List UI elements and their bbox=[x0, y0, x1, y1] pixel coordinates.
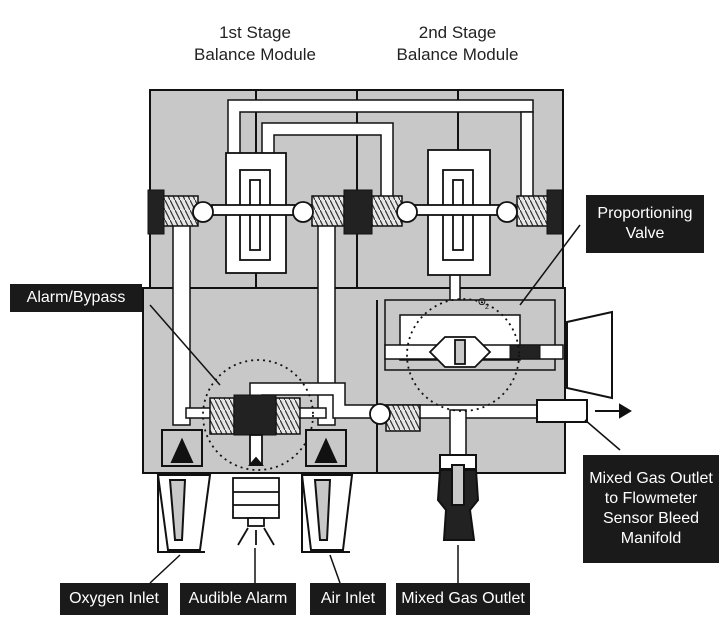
label-oxygen-inlet: Oxygen Inlet bbox=[60, 583, 168, 615]
stage2-header-line1: 2nd Stage bbox=[418, 23, 497, 42]
audible-alarm-body bbox=[232, 434, 280, 546]
bleed-outlet-fitting bbox=[536, 399, 632, 423]
label-mgo-flowmeter-line4: Manifold bbox=[620, 530, 682, 547]
proportioning-valve bbox=[406, 298, 520, 412]
label-air-inlet-text: Air Inlet bbox=[320, 590, 376, 607]
label-mixed-gas-outlet-text: Mixed Gas Outlet bbox=[401, 590, 525, 607]
label-mgo-flowmeter-line1: Mixed Gas Outlet bbox=[589, 470, 713, 487]
label-mgo-flowmeter-line3: Sensor Bleed bbox=[602, 510, 700, 527]
label-mixed-gas-outlet: Mixed Gas Outlet bbox=[396, 583, 530, 615]
stage1-module bbox=[211, 152, 363, 274]
mixed-gas-outlet-fitting bbox=[436, 454, 480, 541]
stage2-header-line2: Balance Module bbox=[396, 45, 519, 64]
stage1-header-line2: Balance Module bbox=[194, 45, 316, 64]
label-audible-alarm: Audible Alarm bbox=[180, 583, 296, 615]
label-proportioning-valve-line1: Proportioning bbox=[597, 205, 693, 222]
poppet-balls bbox=[192, 201, 518, 425]
adjuster-caps bbox=[147, 189, 563, 436]
air-inlet-fitting bbox=[300, 429, 354, 553]
leader-lines bbox=[149, 224, 621, 584]
o2-marker: O 2 bbox=[478, 297, 489, 311]
oxygen-inlet-fitting bbox=[156, 429, 212, 553]
svg-text:2: 2 bbox=[485, 304, 489, 311]
label-mgo-flowmeter-line2: to Flowmeter bbox=[604, 490, 698, 507]
stage1-header-line1: 1st Stage bbox=[219, 23, 291, 42]
label-mixed-gas-outlet-flowmeter: Mixed Gas Outlet to Flowmeter Sensor Ble… bbox=[583, 455, 719, 563]
stage2-module bbox=[409, 149, 516, 276]
label-alarm-bypass-text: Alarm/Bypass bbox=[26, 289, 126, 306]
label-proportioning-valve: Proportioning Valve bbox=[586, 195, 704, 253]
label-air-inlet: Air Inlet bbox=[310, 583, 386, 615]
proportioning-knob bbox=[566, 310, 613, 400]
alarm-bypass-zone bbox=[202, 359, 314, 471]
label-oxygen-inlet-text: Oxygen Inlet bbox=[69, 590, 159, 607]
stage1-header: 1st Stage Balance Module bbox=[185, 22, 325, 66]
label-audible-alarm-text: Audible Alarm bbox=[188, 590, 288, 607]
gas-passages bbox=[172, 99, 576, 466]
stage2-header: 2nd Stage Balance Module bbox=[385, 22, 530, 66]
label-alarm-bypass: Alarm/Bypass bbox=[10, 284, 142, 312]
svg-text:O: O bbox=[478, 297, 486, 308]
label-proportioning-valve-line2: Valve bbox=[625, 225, 665, 242]
springs bbox=[159, 195, 550, 435]
